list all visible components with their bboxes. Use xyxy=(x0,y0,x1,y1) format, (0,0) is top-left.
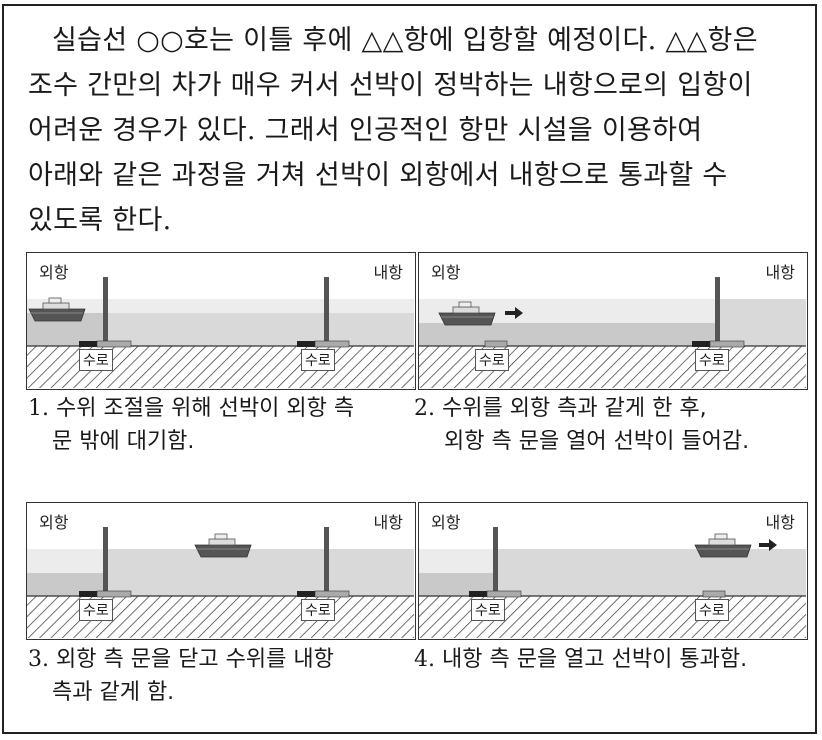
waterway-label-left: 수로 xyxy=(79,349,113,371)
waterway-label-left: 수로 xyxy=(79,599,113,621)
caption-step-3: 3. 외항 측 문을 닫고 수위를 내항 측과 같게 함. xyxy=(28,643,420,709)
outer-gate xyxy=(103,277,108,346)
intro-line-3: 어려운 경우가 있다. 그래서 인공적인 항만 시설을 이용하여 xyxy=(28,115,703,146)
caption-1-number: 1. xyxy=(28,396,49,421)
outer-port-label: 외항 xyxy=(431,513,461,532)
panel-step-2: 외항 내항 수로 수로 xyxy=(418,252,808,390)
caption-4-number: 4. xyxy=(414,647,435,672)
sky-band xyxy=(27,299,414,313)
outer-port-label: 외항 xyxy=(39,263,69,282)
caption-1-line-2: 문 밖에 대기함. xyxy=(52,429,195,454)
intro-line-4: 아래와 같은 과정을 거쳐 선박이 외항에서 내항으로 통과할 수 xyxy=(28,160,728,191)
lock-diagram-2 xyxy=(419,277,806,388)
right-arrow-icon xyxy=(759,539,777,551)
ship xyxy=(194,533,252,558)
outer-gate-open xyxy=(484,340,508,348)
panel-step-3: 외항 내항 수로 수로 xyxy=(26,502,416,640)
intro-paragraph: 실습선 ○○호는 이틀 후에 △△항에 입항할 예정이다. △△항은 조수 간만… xyxy=(28,18,798,243)
lock-diagram-4 xyxy=(419,527,806,638)
caption-3-line-2: 측과 같게 함. xyxy=(52,680,175,705)
ship xyxy=(694,533,752,558)
caption-1-line-1: 1. 수위 조절을 위해 선박이 외항 측 xyxy=(28,392,420,425)
right-arrow-icon xyxy=(505,307,523,319)
intro-line-5: 있도록 한다. xyxy=(28,205,172,236)
outer-port-label: 외항 xyxy=(431,263,461,282)
intro-line-2: 조수 간만의 차가 매우 커서 선박이 정박하는 내항으로의 입항이 xyxy=(28,70,753,101)
inner-gate xyxy=(715,277,720,346)
inner-port-label: 내항 xyxy=(765,513,795,532)
intro-line-1: 실습선 ○○호는 이틀 후에 △△항에 입항할 예정이다. △△항은 xyxy=(52,25,758,56)
chamber-water xyxy=(105,549,414,603)
outer-gate xyxy=(103,527,108,596)
problem-frame xyxy=(2,4,817,734)
caption-3-line-1: 3. 외항 측 문을 닫고 수위를 내항 xyxy=(28,643,420,676)
panel-step-1: 외항 내항 수로 수로 xyxy=(26,252,416,390)
inner-gate xyxy=(324,527,329,596)
outer-port-label: 외항 xyxy=(39,513,69,532)
caption-4-line-1: 4. 내항 측 문을 열고 선박이 통과함. xyxy=(414,643,808,676)
caption-step-4: 4. 내항 측 문을 열고 선박이 통과함. xyxy=(414,643,808,676)
inner-port-label: 내항 xyxy=(373,513,403,532)
waterway-label-right: 수로 xyxy=(301,349,335,371)
caption-3-text-1: 외항 측 문을 닫고 수위를 내항 xyxy=(56,647,334,672)
caption-2-line-1: 2. 수위를 외항 측과 같게 한 후, xyxy=(414,392,808,425)
lock-diagram-1 xyxy=(27,277,414,388)
caption-2-text-1: 수위를 외항 측과 같게 한 후, xyxy=(442,396,707,421)
caption-2-line-2: 외항 측 문을 열어 선박이 들어감. xyxy=(444,429,750,454)
outer-gate xyxy=(493,527,498,596)
caption-step-2: 2. 수위를 외항 측과 같게 한 후, 외항 측 문을 열어 선박이 들어감. xyxy=(414,392,808,458)
waterway-label-left: 수로 xyxy=(471,599,505,621)
waterway-label-right: 수로 xyxy=(301,599,335,621)
waterway-label-right: 수로 xyxy=(695,599,729,621)
waterway-label-left: 수로 xyxy=(475,349,509,371)
caption-4-text-1: 내항 측 문을 열고 선박이 통과함. xyxy=(442,647,748,672)
inner-port-label: 내항 xyxy=(765,263,795,282)
panel-step-4: 외항 내항 수로 수로 xyxy=(418,502,808,640)
caption-3-number: 3. xyxy=(28,647,49,672)
inner-gate xyxy=(324,277,329,346)
inner-gate-open xyxy=(702,590,726,598)
inner-water xyxy=(495,549,806,603)
caption-step-1: 1. 수위 조절을 위해 선박이 외항 측 문 밖에 대기함. xyxy=(28,392,420,458)
waterway-label-right: 수로 xyxy=(695,349,729,371)
caption-2-number: 2. xyxy=(414,396,435,421)
inner-port-label: 내항 xyxy=(373,263,403,282)
caption-1-text-1: 수위 조절을 위해 선박이 외항 측 xyxy=(56,396,355,421)
